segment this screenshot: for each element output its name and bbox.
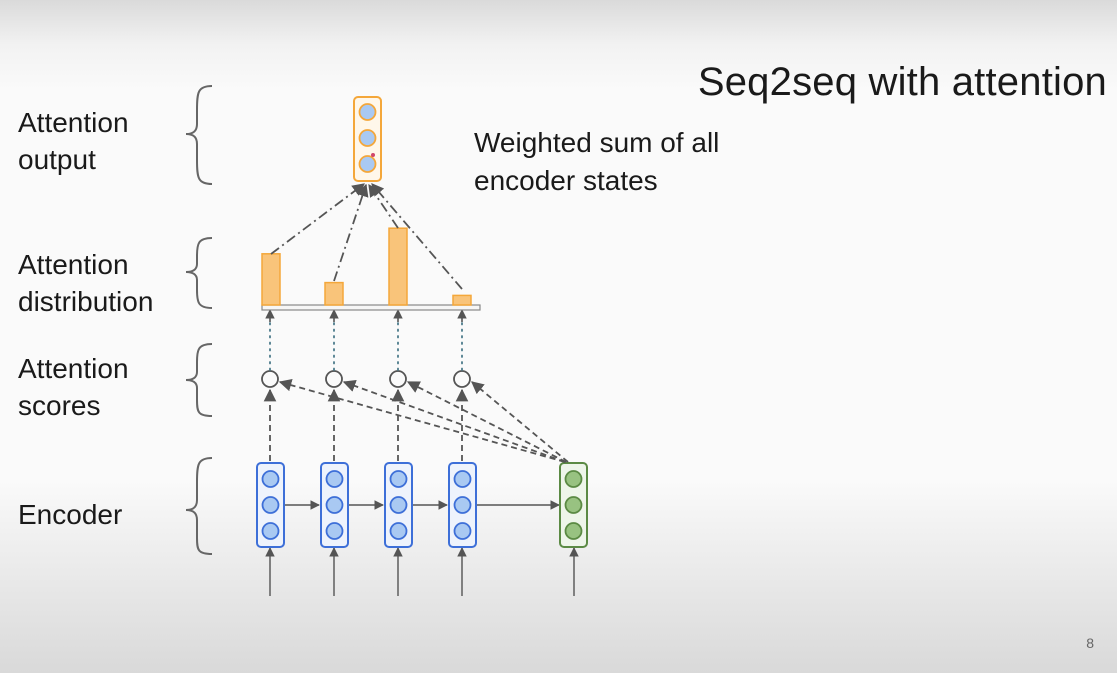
- encoder-cells: [256, 462, 477, 548]
- input-arrows: [265, 547, 579, 596]
- annotation-line2: encoder states: [474, 165, 658, 196]
- dist-output-link-4: [371, 183, 463, 290]
- distribution-baseline: [261, 304, 481, 311]
- distribution-arrowheads: [265, 309, 467, 322]
- label-attention-output-line1: Attention: [18, 107, 129, 138]
- score-node-4: [453, 370, 471, 388]
- dec-score-arrow-1: [278, 378, 566, 463]
- label-attention-scores-line2: scores: [18, 390, 101, 421]
- dec-score-arrow-2: [342, 379, 566, 463]
- slide-title: Seq2seq with attention: [697, 60, 1107, 104]
- dist-output-link-1: [270, 183, 366, 255]
- brace-attention-output-icon: [185, 85, 213, 185]
- brace-attention-scores-icon: [185, 343, 213, 417]
- encoder-to-score-arrows: [263, 388, 469, 461]
- brace-icons: [185, 85, 213, 555]
- label-encoder-line1: Encoder: [18, 499, 123, 530]
- attention-bar-1: [261, 253, 281, 306]
- decoder-to-score-arrows: [278, 378, 569, 463]
- encoder-cell-3: [384, 462, 413, 548]
- attention-score-nodes: [261, 370, 471, 388]
- label-attention-distribution-line1: Attention: [18, 249, 129, 280]
- dist-output-link-2: [333, 183, 369, 282]
- label-encoder: Encoder: [18, 496, 122, 533]
- label-attention-distribution: Attention distribution: [18, 246, 153, 320]
- brace-attention-distribution-icon: [185, 237, 213, 309]
- score-node-2: [325, 370, 343, 388]
- score-to-distribution-links: [269, 321, 463, 371]
- annotation-line1: Weighted sum of all: [474, 127, 720, 158]
- decoder-cell: [559, 462, 588, 548]
- encoder-cell-2: [320, 462, 349, 548]
- attention-bar-2: [324, 281, 344, 306]
- brace-encoder-icon: [185, 457, 213, 555]
- attention-distribution-bars: [261, 227, 472, 306]
- attention-bar-4: [452, 294, 472, 306]
- distribution-to-output-links: [270, 183, 463, 290]
- label-attention-output: Attention output: [18, 104, 129, 178]
- attention-bar-3: [388, 227, 408, 306]
- encoder-cell-1: [256, 462, 285, 548]
- page-number: 8: [1086, 635, 1094, 651]
- annotation-weighted-sum: Weighted sum of all encoder states: [474, 124, 719, 200]
- label-attention-distribution-line2: distribution: [18, 286, 154, 317]
- label-attention-scores-line1: Attention: [18, 353, 129, 384]
- encoder-cell-4: [448, 462, 477, 548]
- label-attention-output-line2: output: [18, 144, 96, 175]
- dec-score-arrow-4: [471, 381, 569, 463]
- score-node-3: [389, 370, 407, 388]
- score-node-1: [261, 370, 279, 388]
- label-attention-scores: Attention scores: [18, 350, 129, 424]
- dist-output-link-3: [368, 183, 399, 229]
- attention-output-cell: [353, 96, 382, 182]
